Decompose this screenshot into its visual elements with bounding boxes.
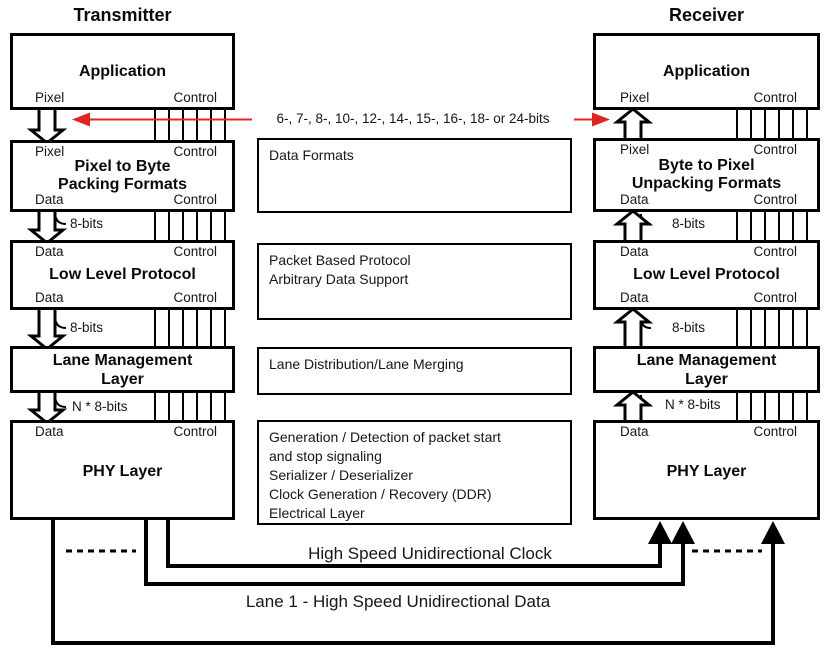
red-arrow-bitwidth-label: 6-, 7-, 8-, 10-, 12-, 14-, 15-, 16-, 18-… xyxy=(276,111,550,126)
tx-llp-port-control-bottom: Control xyxy=(173,290,217,305)
tx-llp-port-data-bottom: Data xyxy=(35,290,64,305)
rx-control-bus-gap3 xyxy=(736,306,808,350)
lane-n-arrowhead xyxy=(761,521,785,544)
tx-packing-port-pixel: Pixel xyxy=(35,144,65,159)
tx-phy-layer-box: Data Control PHY Layer xyxy=(10,420,235,520)
tx-packing-port-control-top: Control xyxy=(173,144,217,159)
rx-llp-port-data-bottom: Data xyxy=(620,290,649,305)
tx-lane-title-line1: Lane Management xyxy=(52,352,193,369)
rx-unpacking-title-line1: Byte to Pixel xyxy=(658,157,755,174)
rx-phy-layer-box: Data Control PHY Layer xyxy=(593,420,820,520)
transmitter-title: Transmitter xyxy=(73,5,172,25)
rx-application-port-control: Control xyxy=(753,90,797,105)
rx-control-bus-gap2 xyxy=(736,208,808,244)
note-data-formats-box: Data Formats xyxy=(257,138,572,213)
tx-llp-port-control-top: Control xyxy=(173,244,217,259)
rx-llp-port-control-top: Control xyxy=(753,244,797,259)
clock-line-label: High Speed Unidirectional Clock xyxy=(308,544,552,563)
note-phy-line3: Serializer / Deserializer xyxy=(269,467,413,483)
note-phy-line4: Clock Generation / Recovery (DDR) xyxy=(269,486,492,502)
receiver-title: Receiver xyxy=(668,5,745,25)
note-packet-line1: Packet Based Protocol xyxy=(269,252,411,268)
tx-n8bits-label: N * 8-bits xyxy=(72,399,128,414)
rx-n8bits-label: N * 8-bits xyxy=(665,397,721,412)
note-lane-distribution-box: Lane Distribution/Lane Merging xyxy=(257,347,572,395)
rx-lane-management-box: Lane Management Layer xyxy=(593,346,820,393)
rx-control-bus-gap4 xyxy=(736,389,808,424)
rx-unpacking-port-control-top: Control xyxy=(753,142,797,157)
tx-phy-title: PHY Layer xyxy=(82,463,163,480)
rx-phy-port-control: Control xyxy=(753,424,797,439)
tx-lane-management-box: Lane Management Layer xyxy=(10,346,235,393)
tx-pixel-block-arrow xyxy=(26,106,68,145)
tx-phy-port-control: Control xyxy=(173,424,217,439)
lane1-line-label: Lane 1 - High Speed Unidirectional Data xyxy=(245,592,551,611)
tx-llp-title: Low Level Protocol xyxy=(49,266,196,283)
rx-unpacking-port-data: Data xyxy=(620,192,649,207)
rx-unpacking-box: Pixel Control Byte to Pixel Unpacking Fo… xyxy=(593,138,820,212)
tx-data-block-arrow-2 xyxy=(26,306,68,351)
red-arrowhead-right xyxy=(592,112,610,127)
rx-phy-title: PHY Layer xyxy=(666,463,747,480)
rx-data-block-arrow-2 xyxy=(612,307,654,351)
tx-application-port-pixel: Pixel xyxy=(35,90,65,105)
tx-packing-box: Pixel Control Pixel to Byte Packing Form… xyxy=(10,140,235,212)
tx-bits2-leader xyxy=(54,315,67,329)
clock-arrowhead xyxy=(648,521,672,544)
rx-low-level-protocol-box: Data Control Low Level Protocol Data Con… xyxy=(593,240,820,310)
tx-application-box: Application Pixel Control xyxy=(10,33,235,110)
rx-llp-port-data-top: Data xyxy=(620,244,649,259)
rx-lane-title-line1: Lane Management xyxy=(636,352,777,369)
rx-llp-port-control-bottom: Control xyxy=(753,290,797,305)
tx-control-bus-gap2 xyxy=(154,208,226,244)
tx-bits3-leader xyxy=(54,394,67,408)
note-lane-distribution-text: Lane Distribution/Lane Merging xyxy=(269,356,464,372)
note-data-formats-text: Data Formats xyxy=(269,147,354,163)
tx-application-title: Application xyxy=(78,63,167,80)
note-packet-protocol-box: Packet Based Protocol Arbitrary Data Sup… xyxy=(257,243,572,320)
tx-packing-title-line1: Pixel to Byte xyxy=(74,158,171,175)
tx-8bits-label-2: 8-bits xyxy=(70,320,104,335)
lane-1-data-line xyxy=(144,518,685,586)
tx-phy-port-data: Data xyxy=(35,424,64,439)
lane-1-arrowhead xyxy=(671,521,695,544)
rx-application-title: Application xyxy=(662,63,751,80)
tx-packing-port-data: Data xyxy=(35,192,64,207)
tx-data-block-arrow-3 xyxy=(26,389,68,425)
tx-llp-port-data-top: Data xyxy=(35,244,64,259)
red-arrowhead-left xyxy=(72,112,90,127)
note-phy-line1: Generation / Detection of packet start xyxy=(269,429,501,445)
tx-application-port-control: Control xyxy=(173,90,217,105)
rx-unpacking-port-pixel: Pixel xyxy=(620,142,650,157)
tx-lane-title-line2: Layer xyxy=(101,371,144,388)
tx-control-bus-gap4 xyxy=(154,389,226,424)
note-phy-line2: and stop signaling xyxy=(269,448,382,464)
tx-bits1-leader xyxy=(54,211,67,225)
rx-8bits-label-1: 8-bits xyxy=(672,216,706,231)
lane-n-data-line xyxy=(51,518,775,645)
tx-control-bus-gap3 xyxy=(154,306,226,350)
tx-data-block-arrow-1 xyxy=(26,208,68,245)
tx-packing-title-line2: Packing Formats xyxy=(58,176,187,193)
tx-packing-port-control-bottom: Control xyxy=(173,192,217,207)
tx-control-bus-gap1 xyxy=(154,106,226,144)
rx-unpacking-port-control-bottom: Control xyxy=(753,192,797,207)
clock-line xyxy=(166,518,662,568)
rx-control-bus-gap1 xyxy=(736,106,808,144)
note-phy-line5: Electrical Layer xyxy=(269,505,365,521)
tx-8bits-label-1: 8-bits xyxy=(70,216,104,231)
rx-application-port-pixel: Pixel xyxy=(620,90,650,105)
rx-data-block-arrow-1 xyxy=(612,209,654,245)
rx-llp-title: Low Level Protocol xyxy=(633,266,780,283)
note-phy-functions-box: Generation / Detection of packet start a… xyxy=(257,420,572,525)
rx-phy-port-data: Data xyxy=(620,424,649,439)
rx-unpacking-title-line2: Unpacking Formats xyxy=(631,175,782,192)
tx-low-level-protocol-box: Data Control Low Level Protocol Data Con… xyxy=(10,240,235,310)
rx-8bits-label-2: 8-bits xyxy=(672,320,706,335)
note-packet-line2: Arbitrary Data Support xyxy=(269,271,409,287)
rx-application-box: Application Pixel Control xyxy=(593,33,820,110)
rx-data-block-arrow-3 xyxy=(612,390,654,425)
rx-lane-title-line2: Layer xyxy=(685,371,728,388)
